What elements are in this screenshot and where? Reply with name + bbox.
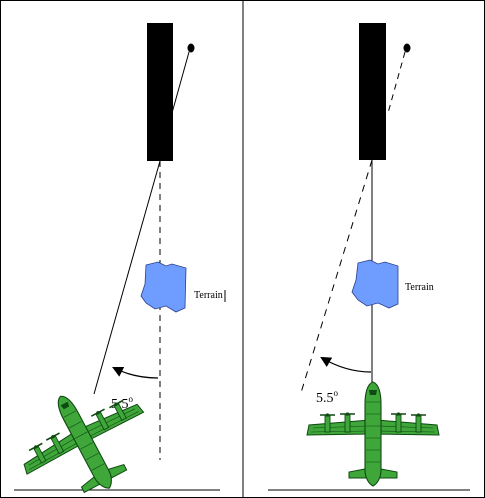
right-angle-arc-arrow xyxy=(320,356,372,373)
left-reflection-path xyxy=(171,51,190,114)
left-terrain-patch xyxy=(140,261,187,313)
right-angle-label: 5.5o xyxy=(316,388,339,406)
right-panel: Terrain 5.5o xyxy=(268,23,470,491)
right-tower-obstacle xyxy=(359,23,386,160)
right-angle-unit: o xyxy=(334,388,339,398)
left-tower-obstacle xyxy=(147,23,173,161)
right-angle-value: 5.5 xyxy=(316,391,334,406)
left-panel: Terrain 5.5o xyxy=(1,23,226,498)
right-reflection-dashed-path xyxy=(387,51,406,114)
right-terrain-patch xyxy=(351,259,399,309)
right-terrain-label: Terrain xyxy=(405,282,434,293)
left-aircraft-icon xyxy=(1,364,169,498)
right-reference-dashed-line xyxy=(299,159,373,397)
left-terrain-label: Terrain xyxy=(194,290,223,301)
left-target-dot xyxy=(187,43,195,53)
left-angle-arc-arrow xyxy=(112,367,159,379)
left-beam-line xyxy=(93,160,161,395)
left-angle-unit: o xyxy=(129,394,134,404)
right-target-dot xyxy=(403,43,411,53)
